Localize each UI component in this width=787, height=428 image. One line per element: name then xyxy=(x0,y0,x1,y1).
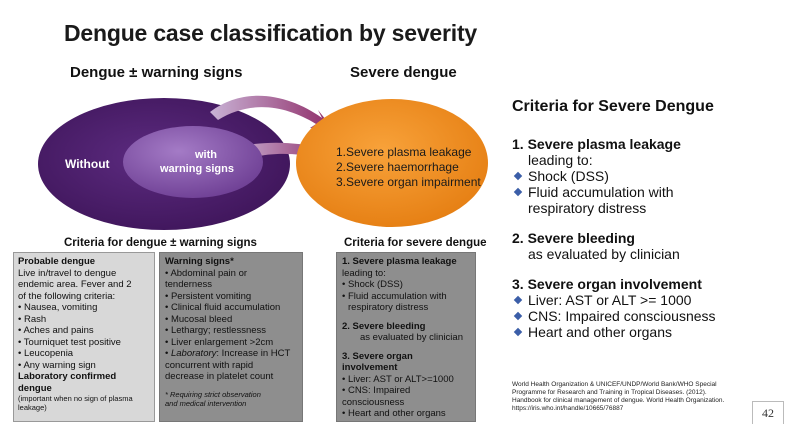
right-subtext: as evaluated by clinician xyxy=(528,246,680,262)
reference-line: Handbook for clinical management of deng… xyxy=(512,397,725,404)
right-bullet-continuation: respiratory distress xyxy=(528,200,647,216)
severe-line: respiratory distress xyxy=(348,302,429,313)
criteria-severe-heading: Criteria for severe dengue xyxy=(344,237,487,249)
severe-item: 1.Severe plasma leakage xyxy=(336,145,472,159)
confirmed-note: leakage) xyxy=(18,403,47,412)
ellipse-severe-dengue xyxy=(296,99,488,227)
warning-line: • Persistent vomiting xyxy=(165,290,252,302)
severe-item: 2.Severe haemorrhage xyxy=(336,160,459,174)
label-dengue-warning-signs: Dengue ± warning signs xyxy=(70,64,243,81)
panel-severe-criteria: 1. Severe plasma leakage leading to: • S… xyxy=(336,252,476,422)
probable-line: • Aches and pains xyxy=(18,325,94,336)
right-heading: 2. Severe bleeding xyxy=(512,230,635,246)
severe-item: 3.Severe organ impairment xyxy=(336,175,481,189)
right-subtext: leading to: xyxy=(528,152,593,168)
severe-line: • Fluid accumulation with xyxy=(342,290,447,302)
ellipse-with-warning-signs xyxy=(123,126,263,198)
severe-line: • Liver: AST or ALT>=1000 xyxy=(342,373,454,385)
laboratory-text: : Increase in HCT xyxy=(216,348,291,359)
criteria-severe-dengue-text: Criteria for Severe Dengue 1. Severe pla… xyxy=(512,98,782,340)
confirmed-title: dengue xyxy=(18,382,52,394)
diamond-bullet-icon xyxy=(513,295,523,305)
confirmed-note: (important when no sign of plasma xyxy=(18,394,133,403)
severe-line: • Heart and other organs xyxy=(342,408,446,419)
right-heading: 3. Severe organ involvement xyxy=(512,276,702,292)
right-bullet: Fluid accumulation with xyxy=(512,184,782,200)
right-title: Criteria for Severe Dengue xyxy=(512,98,714,115)
arrow-upper xyxy=(210,95,334,130)
diamond-bullet-icon xyxy=(513,311,523,321)
probable-line: • Leucopenia xyxy=(18,348,74,359)
probable-line: Live in/travel to dengue xyxy=(18,267,117,279)
warning-line: • Mucosal bleed xyxy=(165,313,233,325)
reference-line[interactable]: https://iris.who.int/handle/10665/76887 xyxy=(512,405,624,412)
panel-probable-dengue: Probable dengue Live in/travel to dengue… xyxy=(13,252,155,422)
warning-line: • Lethargy; restlessness xyxy=(165,325,267,336)
right-bullet: CNS: Impaired consciousness xyxy=(512,308,782,324)
warning-note: and medical intervention xyxy=(165,398,247,408)
severe-line: leading to: xyxy=(342,267,386,279)
page-title: Dengue case classification by severity xyxy=(64,20,477,46)
right-heading: 1. Severe plasma leakage xyxy=(512,136,681,152)
warning-note: * Requiring strict observation xyxy=(165,389,261,399)
probable-line: • Tourniquet test positive xyxy=(18,336,121,348)
probable-title: Probable dengue xyxy=(18,256,96,267)
warning-line: tenderness xyxy=(165,279,213,290)
severe-section-title: 2. Severe bleeding xyxy=(342,320,426,332)
diamond-bullet-icon xyxy=(513,171,523,181)
warning-line: • Liver enlargement >2cm xyxy=(165,336,274,348)
probable-line: of the following criteria: xyxy=(18,290,116,302)
reference-line: World Health Organization & UNICEF/UNDP/… xyxy=(512,381,717,388)
probable-line: endemic area. Fever and 2 xyxy=(18,279,132,290)
reference-line: Programme for Research and Training in T… xyxy=(512,389,707,396)
criteria-warning-signs-heading: Criteria for dengue ± warning signs xyxy=(64,237,257,249)
warning-line: concurrent with rapid xyxy=(165,359,254,371)
text-with: with xyxy=(194,149,217,161)
laboratory-label: Laboratory xyxy=(170,348,217,359)
page-number: 42 xyxy=(752,401,784,424)
panel-warning-signs: Warning signs* • Abdominal pain or tende… xyxy=(159,252,303,422)
probable-line: • Rash xyxy=(18,313,47,325)
text-warning-signs: warning signs xyxy=(159,163,234,175)
severe-section-title: 3. Severe organ involvement xyxy=(342,350,413,374)
warning-lab-line: • Laboratory: Increase in HCT xyxy=(165,348,291,359)
severe-line: consciousness xyxy=(342,396,405,408)
severe-line: as evaluated by clinician xyxy=(360,332,463,343)
text-without: Without xyxy=(65,157,110,171)
severe-dengue-list: 1.Severe plasma leakage 2.Severe haemorr… xyxy=(336,145,481,190)
severe-line: • CNS: Impaired xyxy=(342,385,411,396)
severe-line: • Shock (DSS) xyxy=(342,279,403,290)
warning-line: decrease in platelet count xyxy=(165,371,274,382)
right-bullet: Shock (DSS) xyxy=(512,168,782,184)
warning-title: Warning signs* xyxy=(165,256,234,267)
reference-citation: World Health Organization & UNICEF/UNDP/… xyxy=(512,381,747,413)
warning-line: • Abdominal pain or xyxy=(165,267,248,279)
probable-line: • Any warning sign xyxy=(18,359,96,371)
confirmed-title: Laboratory confirmed xyxy=(18,371,117,382)
diamond-bullet-icon xyxy=(513,187,523,197)
diamond-bullet-icon xyxy=(513,327,523,337)
probable-line: • Nausea, vomiting xyxy=(18,302,98,313)
severe-section-title: 1. Severe plasma leakage xyxy=(342,256,457,267)
warning-line: • Clinical fluid accumulation xyxy=(165,302,281,313)
right-bullet: Heart and other organs xyxy=(512,324,782,340)
right-bullet: Liver: AST or ALT >= 1000 xyxy=(512,292,782,308)
label-severe-dengue: Severe dengue xyxy=(350,64,457,81)
